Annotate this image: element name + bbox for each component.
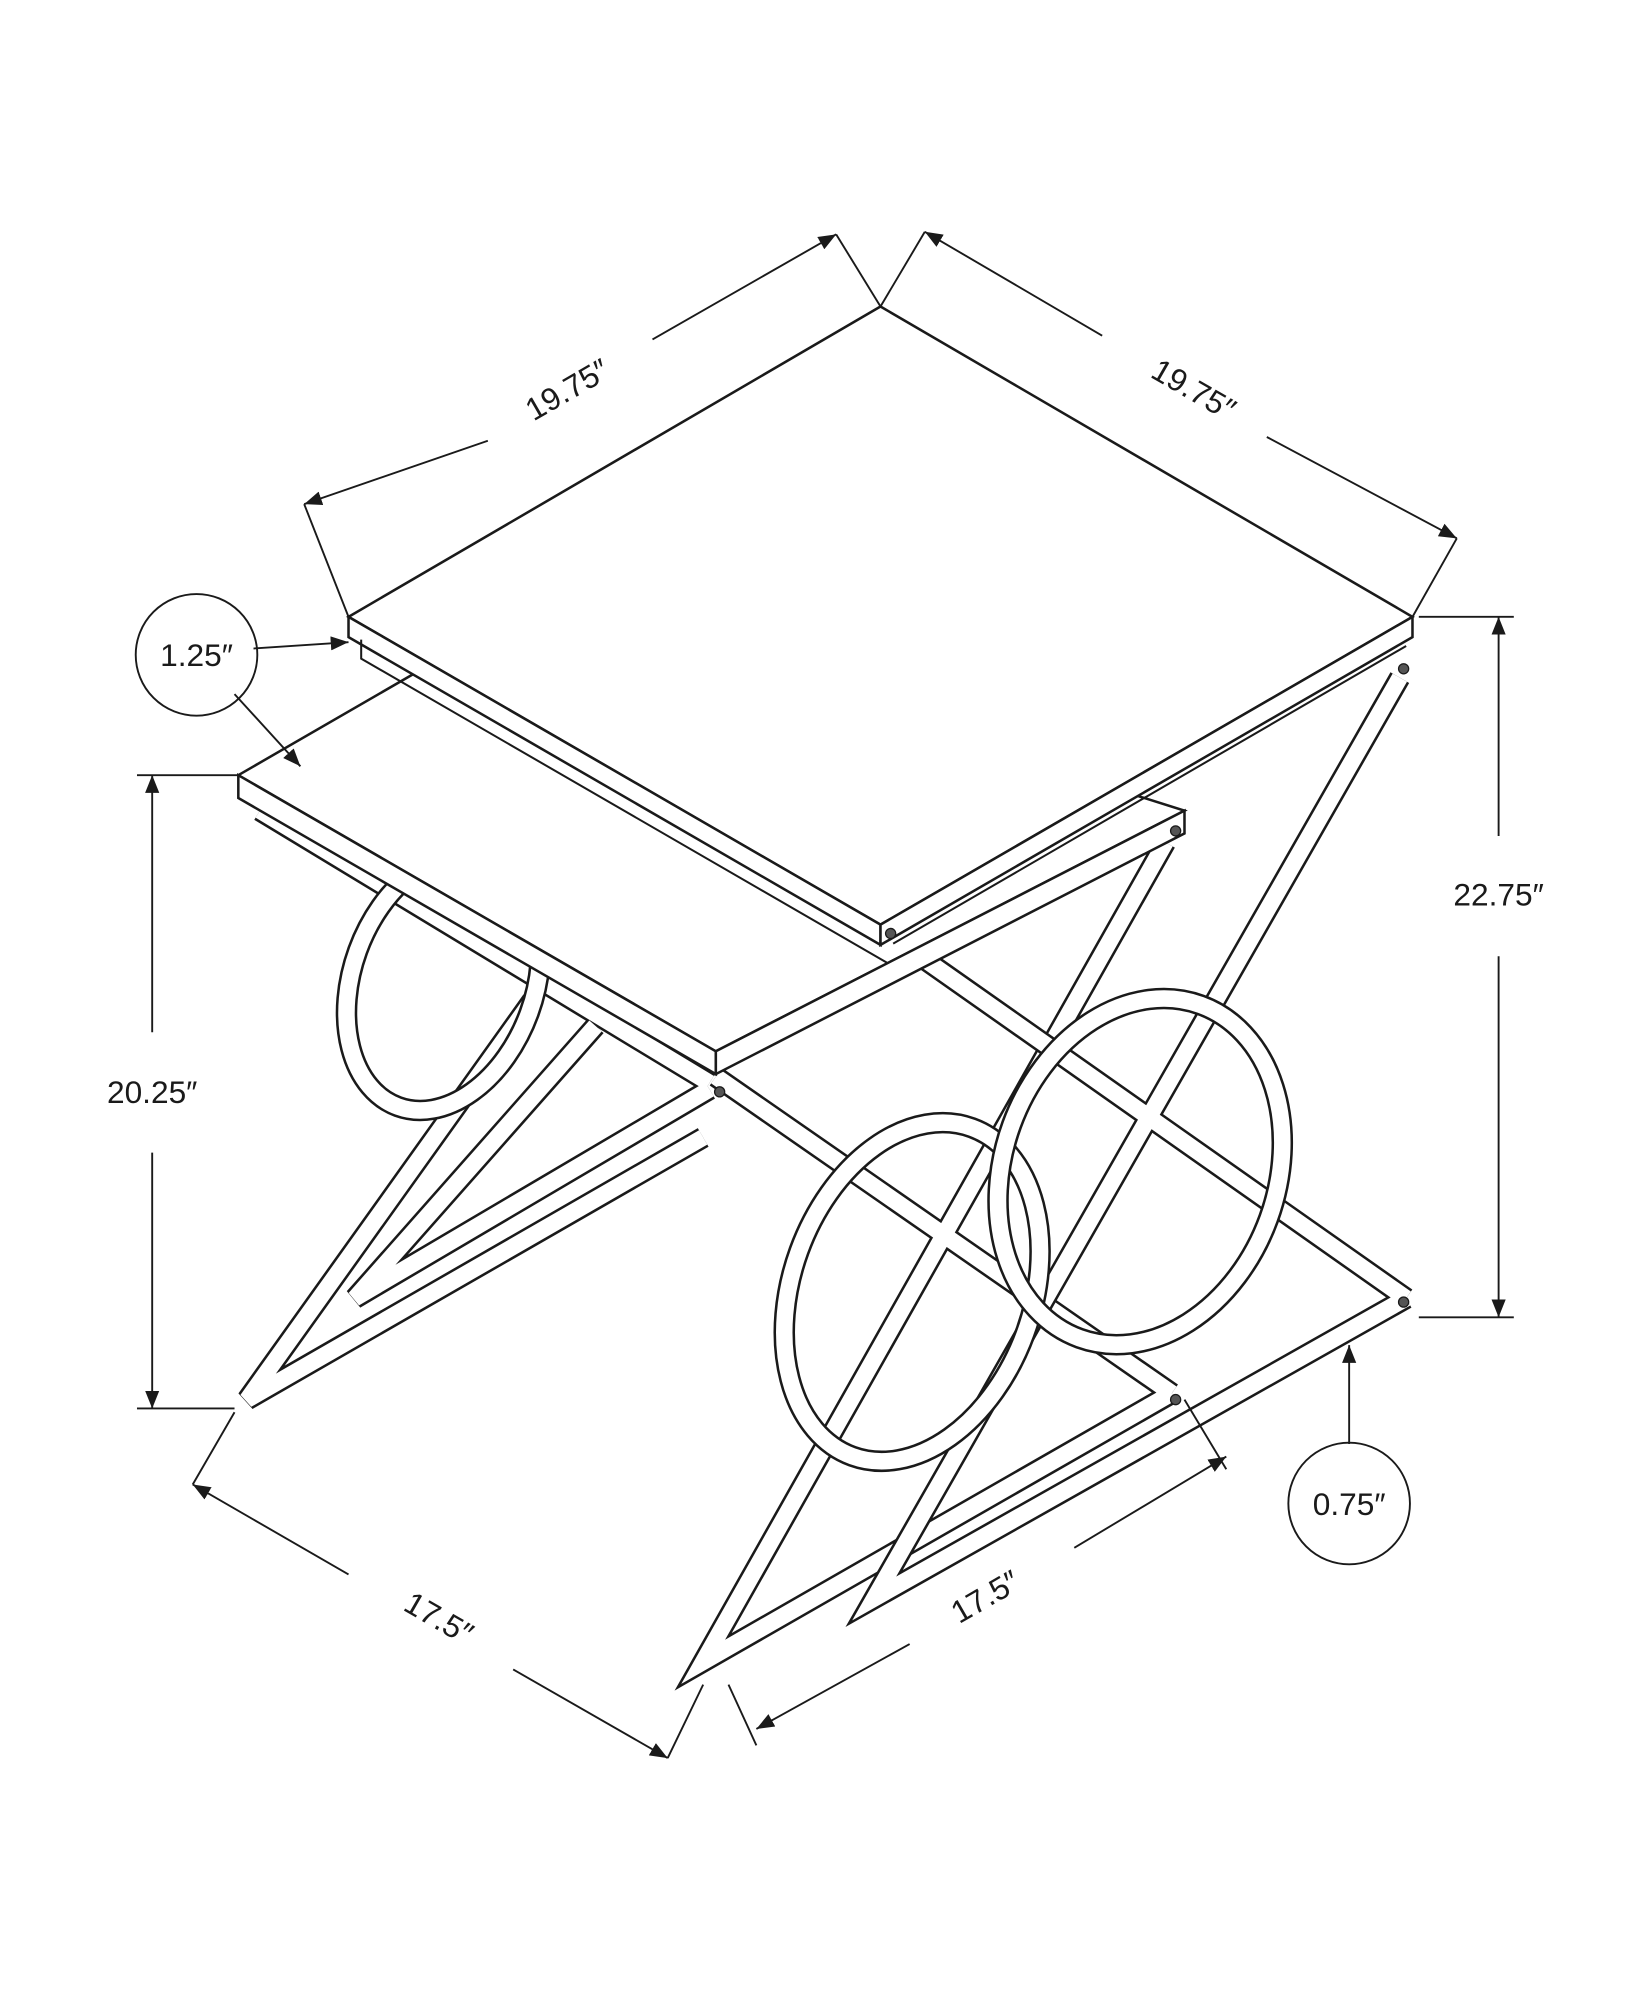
label-top-width-right: 19.75″	[1146, 351, 1242, 427]
label-large-table-height: 22.75″	[1453, 877, 1543, 913]
dimension-lines	[134, 230, 1514, 1759]
label-top-width-left: 19.75″	[519, 351, 615, 427]
large-table-top	[345, 305, 1416, 964]
label-small-table-height: 20.25″	[107, 1074, 197, 1110]
label-base-depth-left: 17.5″	[398, 1584, 479, 1652]
large-table-frame	[773, 672, 1413, 1628]
label-leg-clearance: 0.75″	[1313, 1486, 1386, 1522]
label-base-depth-right: 17.5″	[945, 1563, 1026, 1631]
label-top-thickness: 1.25″	[160, 637, 233, 673]
callout-circle-clearance	[1287, 1441, 1411, 1566]
bolt-icons	[713, 663, 1410, 1406]
callout-circle-thickness	[134, 593, 259, 717]
